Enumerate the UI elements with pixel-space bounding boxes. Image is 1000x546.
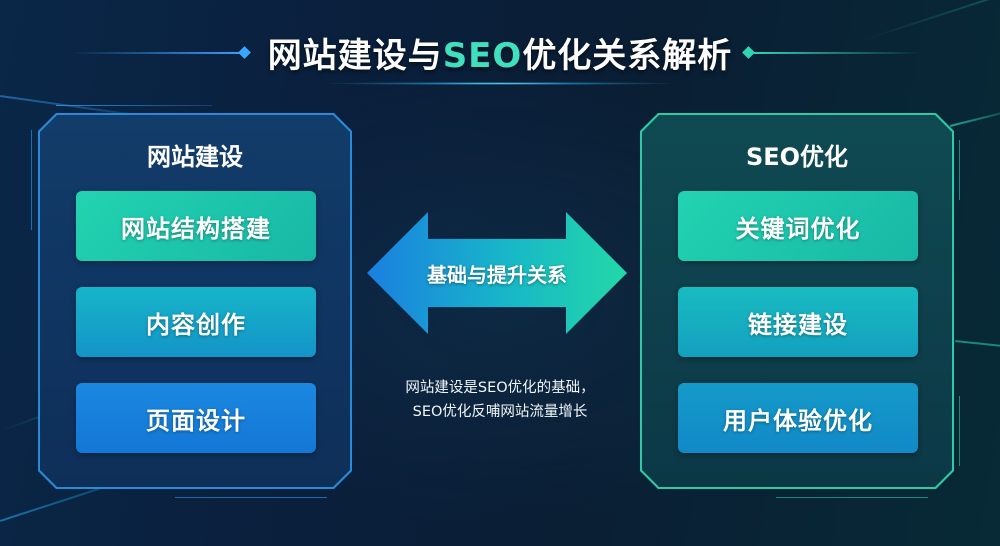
panel-body: SEO优化 关键词优化 链接建设 用户体验优化	[642, 115, 952, 487]
right-frame-deco	[959, 396, 960, 466]
bg-streak	[949, 105, 1000, 127]
item-page-design[interactable]: 页面设计	[76, 383, 316, 453]
title-suffix: 优化关系解析	[522, 36, 733, 76]
title-deco-line-left	[70, 52, 245, 54]
title-accent: SEO	[442, 36, 523, 76]
page-title: 网站建设与SEO优化关系解析	[268, 28, 733, 84]
bg-streak	[954, 340, 1000, 349]
title-container: 网站建设与SEO优化关系解析	[0, 28, 1000, 88]
title-prefix: 网站建设与	[267, 36, 443, 76]
left-frame-deco	[31, 130, 32, 230]
title-deco-line-right	[752, 52, 922, 54]
item-ux-optimization[interactable]: 用户体验优化	[678, 383, 918, 453]
left-frame-deco	[175, 497, 327, 498]
seo-optimization-panel: SEO优化 关键词优化 链接建设 用户体验优化	[640, 113, 954, 489]
right-frame-deco	[959, 140, 960, 200]
item-site-structure[interactable]: 网站结构搭建	[76, 191, 316, 261]
relationship-caption: 网站建设是SEO优化的基础， SEO优化反哺网站流量增长	[370, 376, 630, 424]
left-frame-deco	[56, 105, 212, 106]
arrow-label: 基础与提升关系	[427, 262, 567, 287]
item-link-building[interactable]: 链接建设	[678, 287, 918, 357]
right-frame-deco	[776, 497, 928, 498]
panel-body: 网站建设 网站结构搭建 内容创作 页面设计	[40, 115, 350, 487]
item-content-creation[interactable]: 内容创作	[76, 287, 316, 357]
panel-title: SEO优化	[745, 143, 849, 171]
caption-line-1: 网站建设是SEO优化的基础，	[405, 380, 595, 396]
title-underline-glow	[330, 82, 670, 85]
caption-line-2: SEO优化反哺网站流量增长	[412, 404, 588, 420]
panel-title: 网站建设	[147, 143, 243, 171]
website-building-panel: 网站建设 网站结构搭建 内容创作 页面设计	[38, 113, 352, 489]
item-keyword-optimization[interactable]: 关键词优化	[678, 191, 918, 261]
